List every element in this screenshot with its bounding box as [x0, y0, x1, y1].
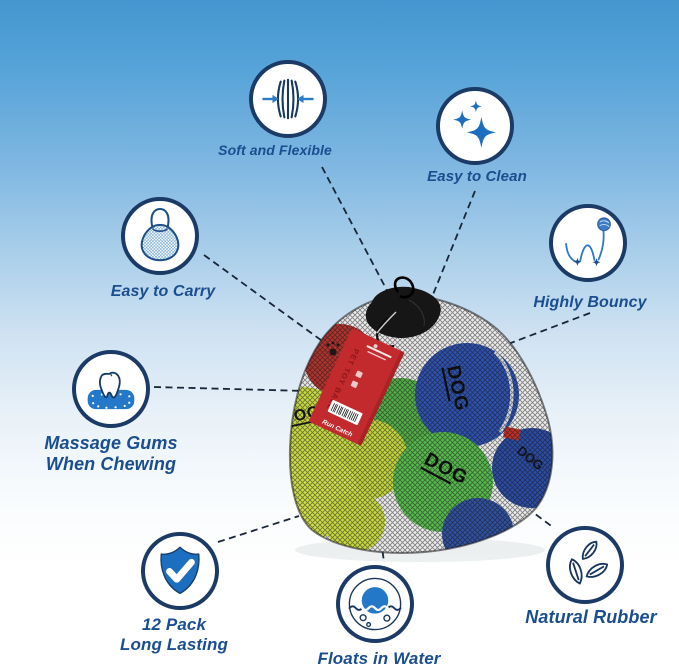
- connector-lines: [153, 166, 591, 563]
- feature-circle-easy-to-clean: [436, 87, 514, 165]
- mesh-bag-icon: [140, 208, 180, 262]
- feature-label-line: Long Lasting: [120, 634, 228, 654]
- drawstring-loop: [393, 276, 415, 299]
- tag-text-line: [366, 345, 392, 359]
- feature-circle-massage-gums: [72, 350, 150, 428]
- connector-line-soft-and-flexible: [321, 166, 393, 301]
- feature-circle-highly-bouncy: [549, 204, 627, 282]
- connector-line-easy-to-carry: [203, 254, 337, 352]
- feature-label-soft-and-flexible: Soft and Flexible: [218, 142, 332, 158]
- connector-line-twelve-pack: [217, 515, 300, 543]
- feature-label-easy-to-carry: Easy to Carry: [110, 283, 216, 300]
- tag-string: [376, 311, 397, 334]
- feature-circle-natural-rubber: [546, 526, 624, 604]
- feature-circle-easy-to-carry: [121, 197, 199, 275]
- feature-label-floats-in-water: Floats in Water: [317, 649, 441, 668]
- feature-label-line: Massage Gums: [44, 433, 178, 453]
- sparkles-icon: [453, 100, 497, 148]
- gather-highlight: [408, 299, 425, 327]
- tag-symbol: [350, 380, 359, 388]
- red-tag: PET TOY BALL Run Catch: [309, 328, 405, 446]
- feature-label-natural-rubber: Natural Rubber: [525, 607, 657, 627]
- shield-check-icon: [160, 546, 200, 595]
- feature-label-easy-to-clean: Easy to Clean: [427, 168, 527, 185]
- feature-label-highly-bouncy: Highly Bouncy: [533, 294, 647, 311]
- leaves-icon: [569, 540, 609, 585]
- connector-line-highly-bouncy: [486, 312, 591, 353]
- bouncing-ball-icon: [565, 217, 611, 267]
- tag-text-line: [367, 350, 386, 361]
- product-photo: DOG DOG DOG DOG: [288, 276, 554, 562]
- connector-line-massage-gums: [153, 386, 308, 392]
- feature-label-massage-gums: Massage Gums When Chewing: [0, 433, 231, 474]
- bag-gathered-top: [365, 286, 441, 338]
- feature-circle-twelve-pack: [141, 532, 219, 610]
- tooth-on-gum-icon: [87, 371, 135, 410]
- tag-symbol: [355, 370, 363, 378]
- feature-circle-floats-in-water: [336, 565, 414, 643]
- tag-eyelet: [373, 344, 378, 349]
- barcode-bars: [330, 403, 359, 423]
- feature-circle-soft-and-flexible: [249, 60, 327, 138]
- connector-line-easy-to-clean: [431, 190, 476, 298]
- bag-outline: [288, 293, 554, 555]
- floating-ball-icon: [348, 577, 402, 631]
- feature-label-line: 12 Pack: [141, 615, 207, 634]
- compress-arrows-icon: [262, 78, 314, 120]
- feature-label-line: When Chewing: [45, 453, 177, 474]
- feature-label-twelve-pack: 12 Pack Long Lasting: [54, 615, 294, 654]
